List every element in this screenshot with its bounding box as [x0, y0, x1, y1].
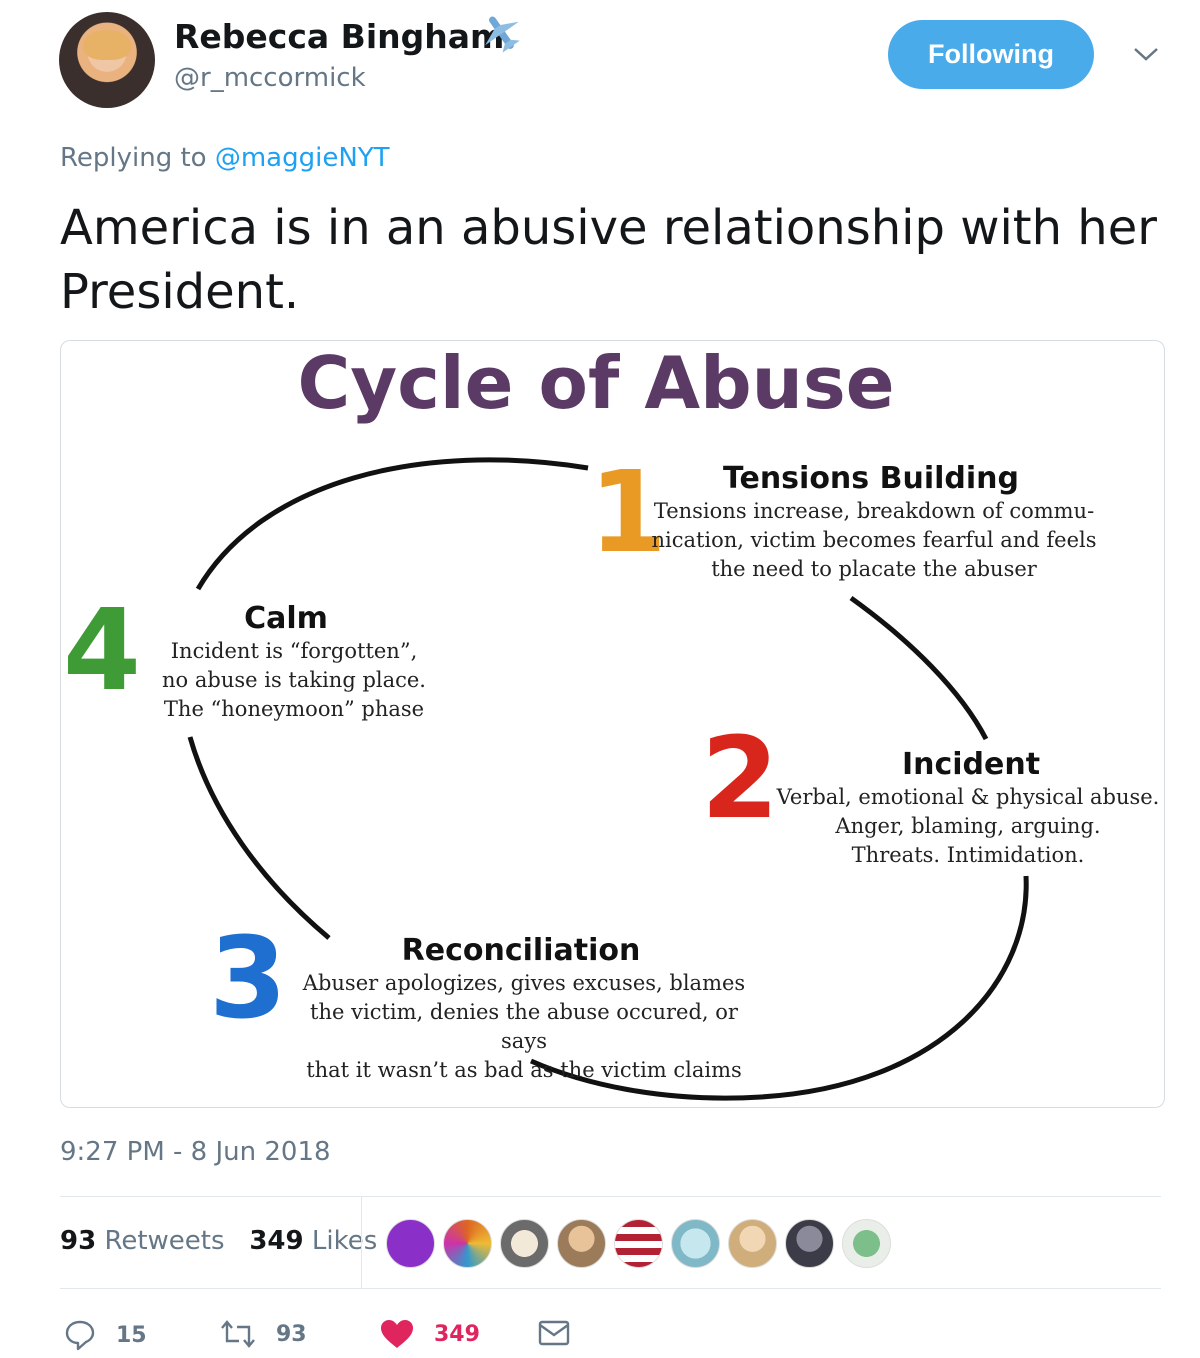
tweet-timestamp[interactable]: 9:27 PM - 8 Jun 2018 [60, 1137, 331, 1167]
user-handle[interactable]: @r_mccormick [174, 63, 366, 93]
stage-2-line: Verbal, emotional & physical abuse. [776, 785, 1160, 809]
stage-1-line: Tensions increase, breakdown of commu- [653, 499, 1095, 523]
likes-label: Likes [311, 1226, 378, 1256]
stage-4-line: Incident is “forgotten”, [170, 639, 418, 663]
retweet-count: 93 [276, 1321, 307, 1347]
retweets-label: Retweets [104, 1226, 225, 1256]
liker-avatar[interactable] [728, 1219, 777, 1268]
stage-2-heading: Incident [901, 747, 1041, 782]
retweet-icon [221, 1320, 255, 1348]
retweets-count: 93 [60, 1226, 97, 1256]
stage-3-line: Abuser apologizes, gives excuses, blames [302, 971, 746, 995]
liker-avatar[interactable] [614, 1219, 663, 1268]
liker-avatar[interactable] [785, 1219, 834, 1268]
like-action[interactable]: 349 [380, 1319, 480, 1349]
heart-icon [381, 1320, 413, 1348]
tweet-text: America is in an abusive relationship wi… [60, 200, 1157, 320]
stage-3-number: 3 [209, 914, 287, 1044]
divider [60, 1288, 1161, 1289]
liker-avatar[interactable] [842, 1219, 891, 1268]
stage-3-line: that it wasn’t as bad as the victim clai… [306, 1058, 742, 1082]
divider [361, 1197, 362, 1288]
message-action[interactable] [538, 1319, 590, 1347]
retweets-stat[interactable]: 93 Retweets [60, 1226, 225, 1256]
cycle-arcs [187, 457, 1029, 1101]
stage-1-heading: Tensions Building [723, 461, 1019, 496]
reply-action[interactable]: 15 [64, 1319, 147, 1351]
divider [60, 1196, 1161, 1197]
reply-icon [65, 1320, 95, 1351]
replying-to: Replying to @maggieNYT [60, 143, 390, 173]
stage-4-desc: Incident is “forgotten”, no abuse is tak… [149, 637, 439, 724]
replying-to-label: Replying to [60, 143, 207, 173]
liker-avatars [386, 1219, 899, 1268]
liker-avatar[interactable] [443, 1219, 492, 1268]
stage-1-line: nication, victim becomes fearful and fee… [651, 528, 1097, 552]
liker-avatar[interactable] [671, 1219, 720, 1268]
likes-stat[interactable]: 349 Likes [249, 1226, 377, 1256]
stage-4-line: The “honeymoon” phase [163, 697, 425, 721]
stage-2-line: Anger, blaming, arguing. [835, 814, 1101, 838]
liker-avatar[interactable] [500, 1219, 549, 1268]
tweet-stats: 93 Retweets 349 Likes [60, 1226, 377, 1256]
stage-3-line: the victim, denies the abuse occured, or… [310, 1000, 738, 1053]
following-button[interactable]: Following [888, 20, 1094, 89]
liker-avatar[interactable] [557, 1219, 606, 1268]
infographic-title: Cycle of Abuse [297, 341, 895, 425]
stage-4-number: 4 [63, 586, 141, 716]
stage-3-desc: Abuser apologizes, gives excuses, blames… [289, 969, 759, 1085]
airplane-icon [485, 16, 520, 53]
reply-count: 15 [116, 1322, 147, 1348]
like-count: 349 [434, 1321, 480, 1347]
stage-2-desc: Verbal, emotional & physical abuse. Ange… [773, 783, 1163, 870]
avatar[interactable] [59, 12, 155, 108]
retweet-action[interactable]: 93 [220, 1319, 307, 1349]
stage-2-number: 2 [701, 714, 779, 844]
liker-avatar[interactable] [386, 1219, 435, 1268]
stage-1-desc: Tensions increase, breakdown of commu- n… [639, 497, 1109, 584]
chevron-down-icon[interactable] [1132, 44, 1160, 64]
stage-4-heading: Calm [244, 601, 328, 636]
stage-1-number: 1 [589, 448, 667, 578]
tweet-media-image[interactable]: Cycle of Abuse 1 Tensions Building Tensi… [60, 340, 1165, 1108]
display-name[interactable]: Rebecca Bingham [174, 17, 505, 56]
stage-4-line: no abuse is taking place. [162, 668, 426, 692]
envelope-icon [538, 1320, 570, 1346]
likes-count: 349 [249, 1226, 304, 1256]
stage-2-line: Threats. Intimidation. [851, 843, 1085, 867]
stage-3-heading: Reconciliation [401, 933, 641, 968]
reply-mention-link[interactable]: @maggieNYT [214, 143, 390, 173]
stage-1-line: the need to placate the abuser [711, 557, 1037, 581]
